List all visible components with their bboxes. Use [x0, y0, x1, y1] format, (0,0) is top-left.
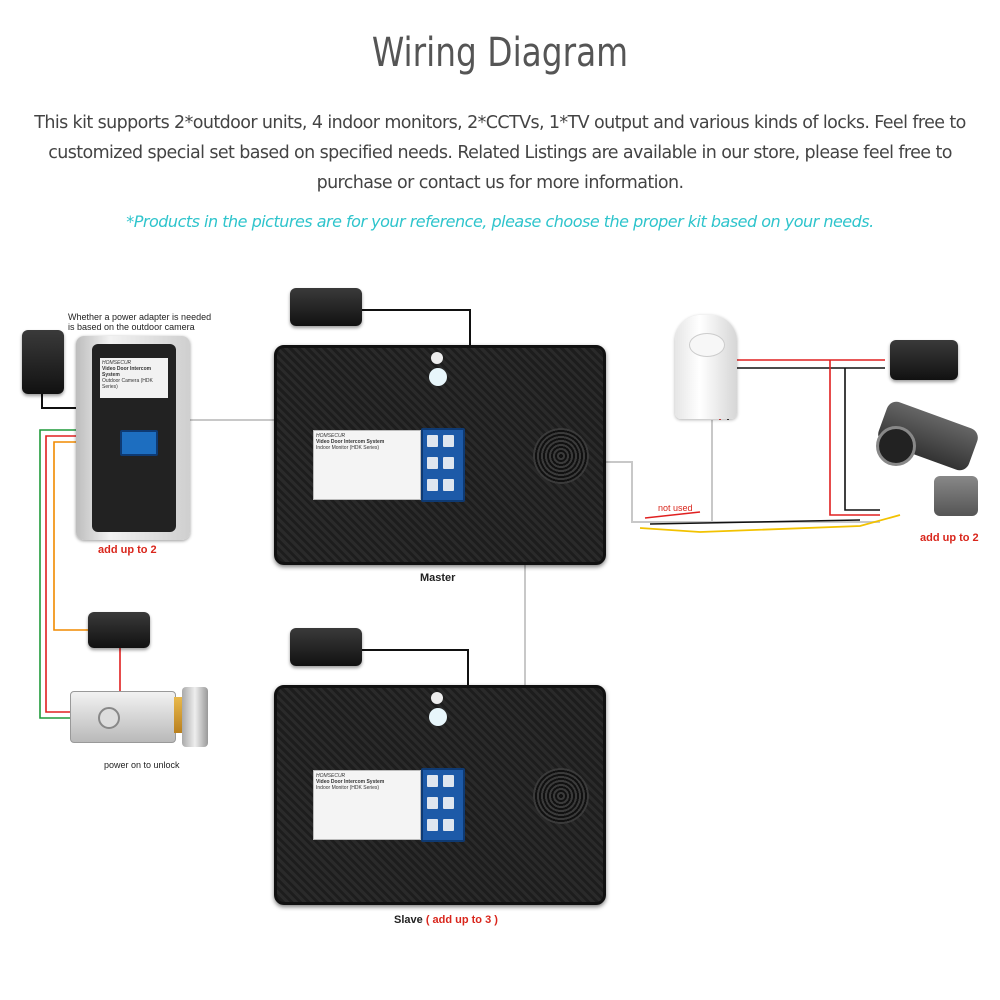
slave-title: Video Door Intercom System: [316, 779, 385, 785]
outdoor-title: Video Door Intercom System: [102, 366, 152, 378]
master-terminal-block: [421, 428, 465, 502]
wire-camera-red: [829, 360, 880, 516]
outdoor-terminal-block: [120, 430, 158, 456]
slave-brand: HOMSECUR: [316, 773, 346, 779]
master-qc-sticker: [429, 368, 447, 386]
lock-body: [70, 691, 176, 743]
sensor-lens: [689, 333, 725, 357]
camera-mount: [934, 476, 978, 516]
camera-power-adapter: [890, 340, 958, 380]
master-hook-top: [431, 352, 443, 364]
camera-lens: [876, 426, 916, 466]
slave-caption: Slave ( add up to 3 ): [394, 914, 498, 926]
slave-monitor-label: HOMSECUR Video Door Intercom System Indo…: [313, 770, 421, 840]
electric-lock: [70, 683, 210, 749]
camera-add-label: add up to 2: [920, 532, 979, 544]
master-monitor: HOMSECUR Video Door Intercom System Indo…: [274, 345, 606, 565]
master-monitor-label: HOMSECUR Video Door Intercom System Indo…: [313, 430, 421, 500]
master-title: Video Door Intercom System: [316, 439, 385, 445]
master-brand: HOMSECUR: [316, 433, 346, 439]
cctv-camera: [870, 398, 981, 520]
slave-model: Indoor Monitor (HDK Series): [316, 785, 380, 791]
reference-note: *Products in the pictures are for your r…: [126, 212, 874, 231]
outdoor-unit-panel: HOMSECUR Video Door Intercom System Outd…: [92, 344, 176, 532]
wire-not-used-red: [644, 511, 701, 519]
wire-camera-black: [649, 519, 861, 525]
wire-sensor-black: [727, 367, 885, 420]
slave-power-adapter: [290, 628, 362, 666]
outdoor-model: Outdoor Camera (HDK Series): [102, 378, 153, 390]
master-model: Indoor Monitor (HDK Series): [316, 445, 380, 451]
outdoor-unit-label: HOMSECUR Video Door Intercom System Outd…: [100, 358, 168, 398]
slave-monitor: HOMSECUR Video Door Intercom System Indo…: [274, 685, 606, 905]
lock-power-adapter: [88, 612, 150, 648]
wire-camera-yellow: [639, 514, 901, 533]
adapter-note-label: Whether a power adapter is needed is bas…: [68, 312, 212, 332]
outdoor-power-adapter: [22, 330, 64, 394]
slave-label: Slave: [394, 914, 423, 926]
lock-keyhole-icon: [98, 707, 120, 729]
master-power-adapter: [290, 288, 362, 326]
not-used-label: not used: [658, 503, 693, 513]
lock-cylinder: [182, 687, 208, 747]
wire-camera-black-2: [844, 368, 880, 511]
motion-sensor: [675, 315, 737, 419]
slave-qc-sticker: [429, 708, 447, 726]
outdoor-camera-unit: HOMSECUR Video Door Intercom System Outd…: [76, 336, 190, 540]
lock-note-label: power on to unlock: [104, 760, 180, 770]
slave-add-label: ( add up to 3 ): [425, 914, 498, 926]
master-speaker: [533, 428, 589, 484]
outdoor-add-label: add up to 2: [98, 544, 157, 556]
slave-terminal-block: [421, 768, 465, 842]
slave-speaker: [533, 768, 589, 824]
description-text: This kit supports 2*outdoor units, 4 ind…: [34, 113, 966, 193]
outdoor-brand: HOMSECUR: [102, 360, 132, 366]
wire-lock-green: [39, 429, 105, 719]
master-label: Master: [420, 572, 456, 584]
slave-hook-top: [431, 692, 443, 704]
page-title: Wiring Diagram: [371, 30, 629, 76]
wire-sensor-red: [719, 359, 885, 420]
